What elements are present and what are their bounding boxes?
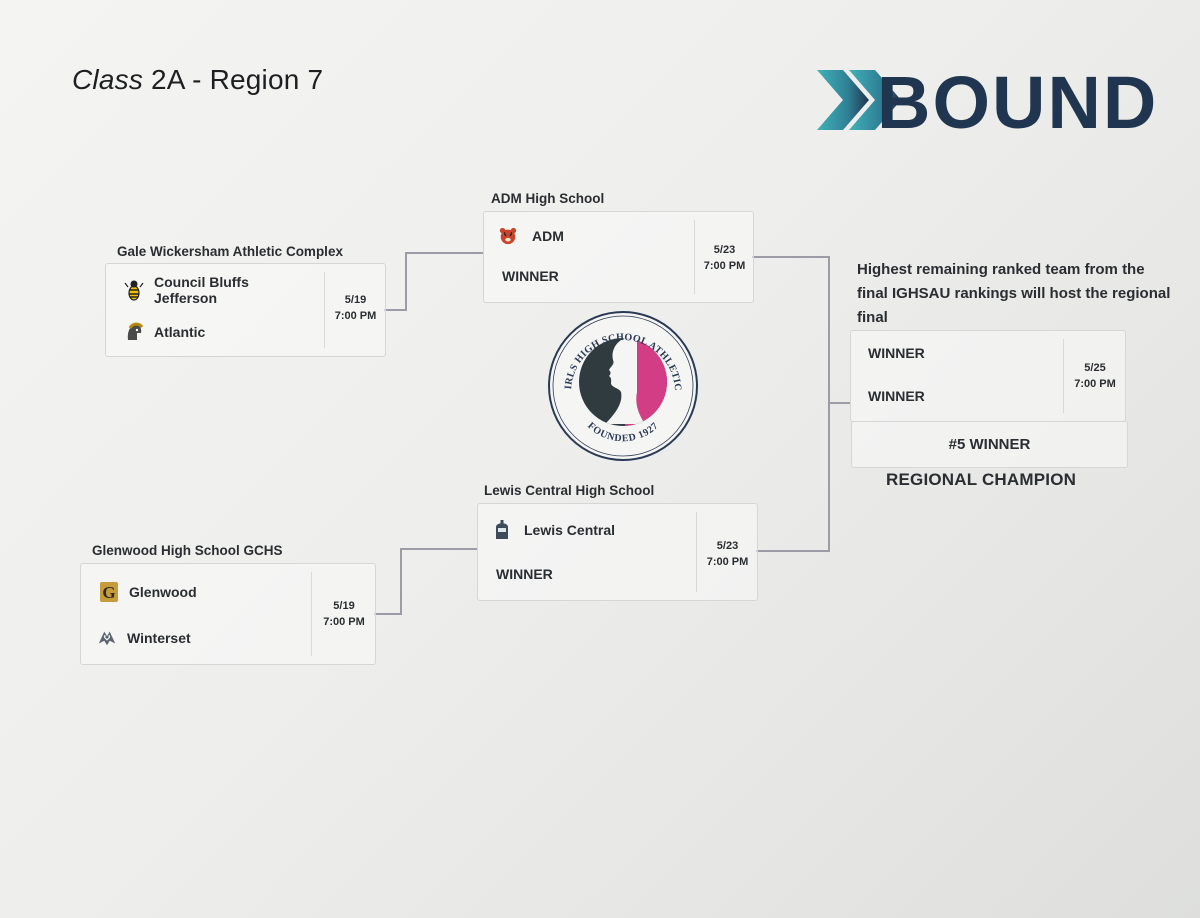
team-slot: Lewis Central bbox=[492, 520, 615, 540]
glenwood-g-logo-icon: G bbox=[99, 582, 119, 602]
team-slot: WINNER bbox=[868, 345, 925, 361]
connector-g2-h2 bbox=[400, 548, 478, 550]
connector-final-v bbox=[828, 256, 830, 552]
host-note: Highest remaining ranked team from the f… bbox=[857, 261, 1171, 326]
champion-winner-label: #5 WINNER bbox=[948, 436, 1031, 453]
titan-mascot-icon bbox=[492, 520, 512, 540]
team-slot: Atlantic bbox=[124, 322, 205, 342]
connector-g2-h1 bbox=[374, 613, 401, 615]
site-label-adm: ADM High School bbox=[491, 191, 605, 206]
page-title: Class 2A - Region 7 bbox=[72, 64, 324, 95]
connector-g1-v bbox=[405, 252, 407, 311]
connector-g1-h2 bbox=[405, 252, 484, 254]
connector-final-h bbox=[828, 402, 850, 404]
regional-champion-label: REGIONAL CHAMPION bbox=[886, 470, 1077, 489]
team-slot: G Glenwood bbox=[99, 582, 197, 602]
champion-box[interactable]: #5 WINNER bbox=[851, 421, 1128, 468]
team-slot: Winterset bbox=[97, 628, 191, 648]
connector-g2-v bbox=[400, 548, 402, 615]
site-label-glenwood: Glenwood High School GCHS bbox=[92, 543, 283, 558]
team-slot: Council Bluffs Jefferson bbox=[124, 274, 264, 306]
site-label-lewis-central: Lewis Central High School bbox=[484, 483, 655, 498]
connector-g4-h bbox=[756, 550, 830, 552]
hornet-mascot-icon bbox=[124, 280, 144, 301]
team-slot: WINNER bbox=[496, 566, 553, 582]
ighsau-seal: IOWA GIRLS HIGH SCHOOL ATHLETIC UNION FO… bbox=[545, 308, 698, 461]
husky-mascot-icon bbox=[97, 628, 117, 648]
team-slot: WINNER bbox=[868, 388, 925, 404]
tiger-mascot-icon bbox=[498, 226, 518, 246]
team-slot: ADM bbox=[498, 226, 564, 246]
connector-g3-h bbox=[752, 256, 828, 258]
connector-g1-h1 bbox=[384, 309, 406, 311]
trojan-mascot-icon bbox=[124, 322, 144, 342]
logo-text: BOUND bbox=[877, 62, 1158, 138]
site-label-gale-wickersham: Gale Wickersham Athletic Complex bbox=[117, 244, 343, 259]
svg-text:G: G bbox=[102, 583, 115, 602]
bound-logo: BOUND bbox=[817, 62, 1158, 138]
team-slot: WINNER bbox=[502, 268, 559, 284]
